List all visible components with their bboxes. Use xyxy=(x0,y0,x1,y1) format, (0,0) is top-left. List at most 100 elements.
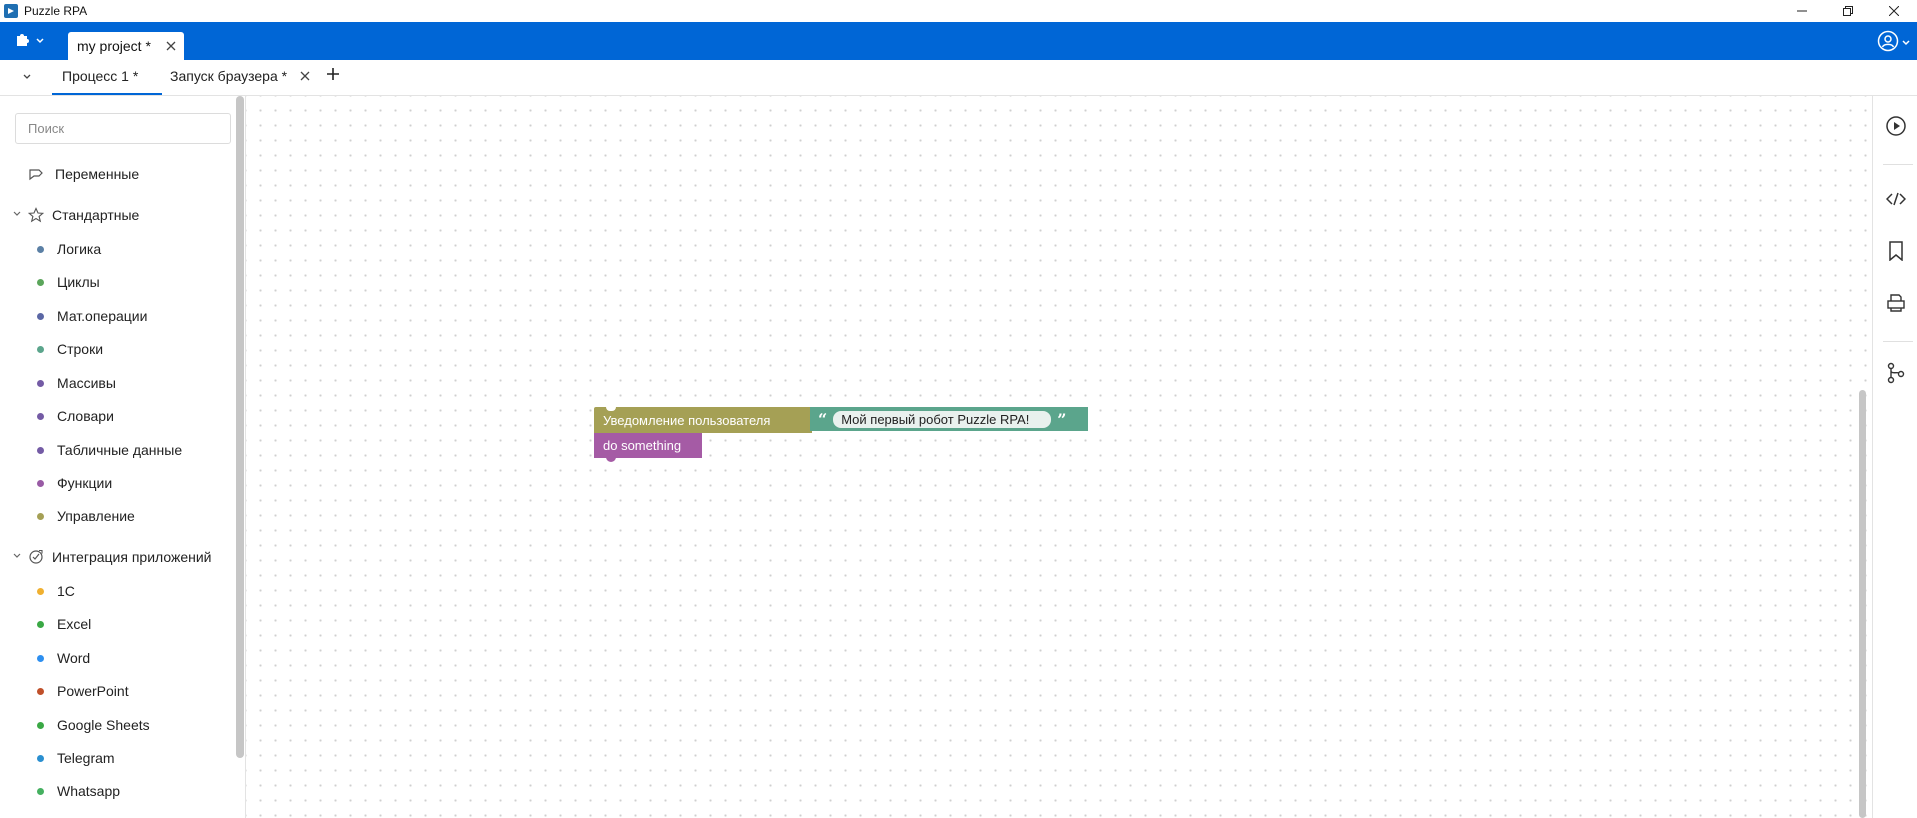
sidebar-item-label: Строки xyxy=(57,341,104,357)
sidebar-item-whatsapp[interactable]: Whatsapp xyxy=(0,779,120,803)
bookmark-icon xyxy=(1888,240,1904,266)
sidebar-section-standard[interactable]: Стандартные xyxy=(0,203,139,227)
tab-process-1[interactable]: Процесс 1 * xyxy=(62,68,139,84)
sidebar-item-word[interactable]: Word xyxy=(0,646,90,670)
close-tab-icon[interactable] xyxy=(300,68,310,84)
sidebar-item-label: Telegram xyxy=(57,750,115,766)
category-dot xyxy=(37,512,44,520)
sidebar-item-label: Word xyxy=(57,650,91,666)
sidebar-item-arrays[interactable]: Массивы xyxy=(0,371,116,395)
category-dot xyxy=(37,278,44,286)
quote-left-icon: “ xyxy=(818,409,828,429)
sidebar-item-label: Логика xyxy=(57,241,102,257)
category-dot xyxy=(37,345,44,353)
sidebar-item-telegram[interactable]: Telegram xyxy=(0,746,115,770)
sidebar-item-excel[interactable]: Excel xyxy=(0,612,91,636)
sidebar-item-variables[interactable]: Переменные xyxy=(0,162,139,186)
chevron-down-icon xyxy=(35,33,45,51)
block-label: Уведомление пользователя xyxy=(603,412,771,428)
canvas-scrollbar[interactable] xyxy=(1859,390,1866,818)
sidebar-item-powerpoint[interactable]: PowerPoint xyxy=(0,679,129,703)
sidebar-item-label: Массивы xyxy=(57,375,116,391)
block-label: do something xyxy=(603,438,682,453)
bookmark-button[interactable] xyxy=(1873,238,1917,268)
run-button[interactable] xyxy=(1873,113,1917,143)
sidebar-item-1c[interactable]: 1С xyxy=(0,579,75,603)
category-dot xyxy=(37,587,44,595)
sidebar-item-label: Excel xyxy=(57,616,92,632)
sidebar-item-google-sheets[interactable]: Google Sheets xyxy=(0,713,150,737)
sidebar-item-loops[interactable]: Циклы xyxy=(0,270,100,294)
minimize-button[interactable] xyxy=(1779,0,1825,22)
sidebar-item-functions[interactable]: Функции xyxy=(0,471,112,495)
sidebar-item-control[interactable]: Управление xyxy=(0,504,135,528)
text-field[interactable]: Мой первый робот Puzzle RPA! xyxy=(833,410,1052,428)
star-icon xyxy=(28,207,44,223)
sidebar-item-table-data[interactable]: Табличные данные xyxy=(0,438,182,462)
sidebar-item-label: Whatsapp xyxy=(57,783,121,799)
chevron-down-icon xyxy=(12,209,26,222)
integration-icon xyxy=(28,549,44,565)
project-bar: my project * xyxy=(0,22,1917,60)
sidebar-item-math[interactable]: Мат.операции xyxy=(0,304,147,328)
category-dot xyxy=(37,245,44,253)
category-dot xyxy=(37,446,44,454)
user-avatar-icon xyxy=(1877,30,1899,57)
category-dot xyxy=(37,312,44,320)
restore-button[interactable] xyxy=(1825,0,1871,22)
code-icon xyxy=(1885,191,1906,212)
chevron-down-icon xyxy=(22,69,32,87)
account-menu-button[interactable] xyxy=(1877,30,1911,57)
block-user-notification[interactable]: Уведомление пользователя xyxy=(594,407,812,433)
block-bump xyxy=(606,457,616,462)
sidebar-item-dictionaries[interactable]: Словари xyxy=(0,404,114,428)
add-tab-button[interactable] xyxy=(326,64,340,87)
print-icon xyxy=(1886,293,1906,318)
variables-icon xyxy=(28,166,44,182)
sidebar-item-label: 1С xyxy=(57,583,75,599)
code-view-button[interactable] xyxy=(1873,186,1917,216)
section-label: Интеграция приложений xyxy=(52,549,212,565)
block-notch xyxy=(606,407,616,411)
category-dot xyxy=(37,654,44,662)
project-tab-label: my project * xyxy=(77,38,151,54)
category-dot xyxy=(37,754,44,762)
git-branch-icon xyxy=(1886,362,1906,389)
close-project-tab-icon[interactable] xyxy=(166,38,176,54)
sidebar-item-label: Переменные xyxy=(55,166,140,182)
sidebar-item-label: Google Sheets xyxy=(57,717,150,733)
process-tabs-bar: Процесс 1 * Запуск браузера * xyxy=(0,60,1917,96)
project-tab[interactable]: my project * xyxy=(68,32,184,60)
play-icon xyxy=(1885,115,1907,142)
category-dot xyxy=(37,379,44,387)
sidebar-scrollbar[interactable] xyxy=(236,96,244,758)
app-logo-icon xyxy=(4,4,18,18)
sidebar-item-label: Мат.операции xyxy=(57,308,148,324)
toolbar-divider xyxy=(1883,164,1913,165)
category-dot xyxy=(37,479,44,487)
chevron-down-icon xyxy=(12,551,26,564)
sidebar-item-label: Циклы xyxy=(57,274,100,290)
sidebar-item-label: PowerPoint xyxy=(57,683,129,699)
print-button[interactable] xyxy=(1873,290,1917,320)
quote-right-icon: ” xyxy=(1057,409,1067,429)
sidebar-section-integration[interactable]: Интеграция приложений xyxy=(0,545,212,569)
sidebar-item-strings[interactable]: Строки xyxy=(0,337,103,361)
sidebar-item-logic[interactable]: Логика xyxy=(0,237,101,261)
sidebar-item-label: Словари xyxy=(57,408,114,424)
version-control-button[interactable] xyxy=(1873,360,1917,390)
active-tab-indicator xyxy=(52,93,162,95)
category-dot xyxy=(37,787,44,795)
block-text-string[interactable]: “ Мой первый робот Puzzle RPA! ” xyxy=(810,407,1088,431)
block-do-something[interactable]: do something xyxy=(594,433,702,462)
main-menu-button[interactable] xyxy=(14,30,45,53)
workspace-canvas[interactable] xyxy=(246,96,1872,818)
close-window-button[interactable] xyxy=(1871,0,1917,22)
window-title: Puzzle RPA xyxy=(24,4,88,18)
title-bar: Puzzle RPA xyxy=(0,0,1917,22)
tab-browser-launch[interactable]: Запуск браузера * xyxy=(170,68,288,84)
puzzle-icon xyxy=(14,30,32,53)
search-input[interactable] xyxy=(15,113,231,144)
chevron-down-icon xyxy=(1901,35,1911,53)
collapse-sidebar-button[interactable] xyxy=(16,68,38,88)
